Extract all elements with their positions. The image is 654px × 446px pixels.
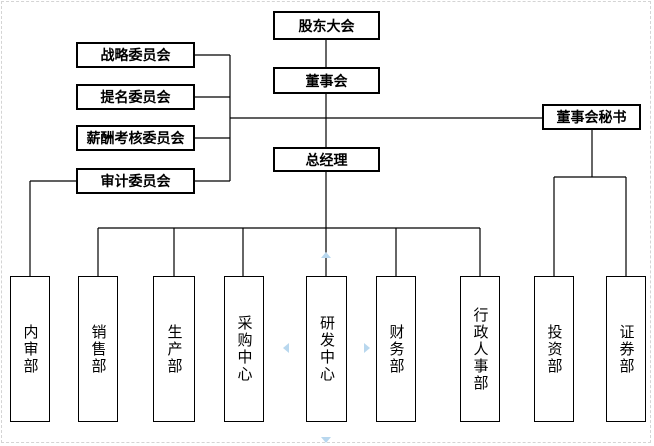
- dept-internal-audit-box[interactable]: 内审部: [10, 276, 50, 422]
- dept-admin-hr-box[interactable]: 行政人事部: [460, 276, 500, 422]
- dept-label: 内审部: [21, 323, 40, 375]
- board-of-directors-label: 董事会: [305, 73, 348, 90]
- resize-handle-right-icon: [364, 343, 370, 353]
- committee-label: 审计委员会: [100, 174, 171, 190]
- committee-strategy-box[interactable]: 战略委员会: [76, 42, 195, 68]
- resize-handle-top-icon: [321, 252, 331, 258]
- dept-label: 行政人事部: [471, 306, 490, 392]
- committee-label: 战略委员会: [100, 48, 171, 64]
- general-manager-box[interactable]: 总经理: [273, 147, 380, 172]
- dept-securities-box[interactable]: 证券部: [606, 276, 646, 422]
- committee-audit-box[interactable]: 审计委员会: [76, 168, 195, 194]
- dept-production-box[interactable]: 生产部: [153, 276, 195, 422]
- dept-label: 投资部: [545, 323, 564, 375]
- dept-label: 销售部: [89, 323, 108, 375]
- committee-label: 提名委员会: [100, 90, 171, 106]
- dept-purchasing-box[interactable]: 采购中心: [224, 276, 264, 422]
- general-manager-label: 总经理: [305, 152, 348, 169]
- dept-investment-box[interactable]: 投资部: [534, 276, 574, 422]
- dept-label: 财务部: [387, 323, 406, 375]
- dept-label: 研发中心: [318, 315, 336, 383]
- board-of-directors-box[interactable]: 董事会: [273, 67, 380, 94]
- shareholders-meeting-label: 股东大会: [298, 18, 355, 35]
- dept-label: 证券部: [617, 323, 636, 375]
- shareholders-meeting-box[interactable]: 股东大会: [273, 11, 380, 40]
- dept-label: 采购中心: [235, 315, 254, 383]
- dept-finance-box[interactable]: 财务部: [376, 276, 416, 422]
- dept-label: 生产部: [165, 323, 184, 375]
- dept-sales-box[interactable]: 销售部: [78, 276, 118, 422]
- resize-handle-bottom-icon: [321, 437, 331, 443]
- resize-handle-left-icon: [283, 343, 289, 353]
- committee-compensation-box[interactable]: 薪酬考核委员会: [76, 125, 195, 151]
- committee-label: 薪酬考核委员会: [86, 131, 185, 147]
- committee-nomination-box[interactable]: 提名委员会: [76, 84, 195, 110]
- board-secretary-box[interactable]: 董事会秘书: [542, 104, 641, 130]
- dept-rd-box[interactable]: 研发中心: [306, 276, 347, 422]
- board-secretary-label: 董事会秘书: [556, 110, 627, 126]
